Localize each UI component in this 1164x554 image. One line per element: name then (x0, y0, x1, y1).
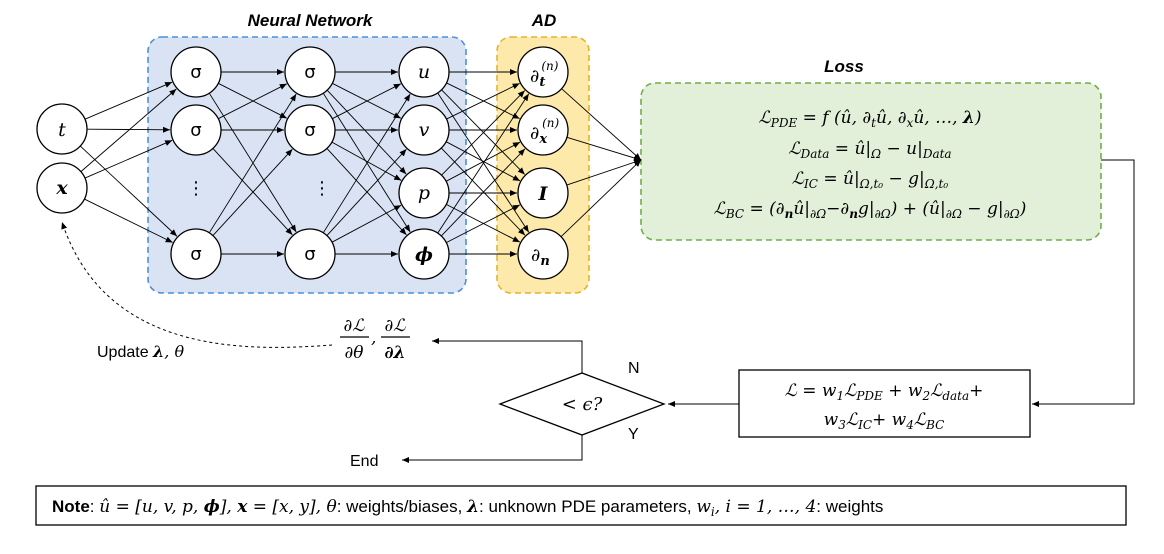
edge-hidden1-hidden2 (208, 93, 297, 234)
loss-to-total-arrow (1032, 159, 1135, 407)
hidden-node-l2-1: σ (284, 46, 336, 98)
output-u-label: u (418, 61, 430, 83)
total-loss-line1: ℒ = w1ℒPDE + w2ℒdata+ (785, 381, 984, 403)
gradient-fraction: ∂ℒ ∂θ , ∂ℒ ∂λ (340, 316, 410, 363)
edge-input-hidden1 (86, 126, 171, 133)
sigma-label: σ (190, 244, 201, 265)
decision-no-label: N (628, 360, 640, 377)
neural-network-box (147, 36, 467, 294)
yes-branch-arrow (402, 435, 583, 463)
network-connections (79, 69, 642, 257)
ad-node-dn: ∂n (517, 228, 569, 280)
output-v-label: v (419, 119, 430, 141)
edge-output-ad (446, 204, 521, 243)
ad-title: AD (531, 11, 557, 30)
loss-ic: ℒIC = û|Ω,t₀ − g|Ω,t₀ (792, 169, 949, 191)
edge-ad-loss (560, 159, 642, 238)
output-node-p: p (398, 167, 450, 219)
end-label: End (350, 453, 378, 470)
edge-input-hidden1 (84, 81, 173, 120)
total-loss-line2: w3ℒIC+ w4ℒBC (824, 410, 945, 432)
sigma-label: σ (304, 62, 315, 83)
edge-hidden2-output (331, 204, 402, 243)
hidden-node-l2-2: σ (284, 104, 336, 156)
edge-ad-loss (566, 136, 642, 161)
hidden-node-l1-2: σ (170, 104, 222, 156)
input-x-label: x (55, 177, 68, 199)
loss-bc: ℒBC = (∂nû|∂Ω−∂ng|∂Ω) + (û|∂Ω − g|∂Ω) (714, 199, 1027, 221)
edge-input-hidden1 (84, 198, 173, 243)
note-box (35, 485, 1127, 526)
edge-hidden2-output (331, 141, 402, 181)
edge-hidden2-output (326, 89, 407, 175)
loss-data: ℒData = û|Ω − u|Data (788, 139, 951, 161)
ad-node-dt: ∂t(n) (517, 46, 569, 98)
neural-network-title: Neural Network (248, 11, 374, 30)
ellipsis-l1: ⋮ (187, 178, 205, 199)
edge-output-ad (445, 141, 521, 182)
edge-ad-loss (561, 88, 642, 161)
decision-yes-label: Y (628, 426, 639, 443)
hidden-node-l1-n: σ (170, 228, 222, 280)
total-loss-box (738, 369, 1031, 438)
output-phi-label: ϕ (415, 244, 433, 266)
edge-hidden1-hidden2 (212, 148, 293, 236)
edge-hidden2-output (322, 93, 411, 234)
update-dashed-arrow (61, 221, 333, 348)
edge-output-ad (441, 90, 526, 176)
edge-input-hidden1 (80, 88, 177, 172)
note-label: Note (52, 497, 90, 516)
hidden-node-l1-1: σ (170, 46, 222, 98)
grad-comma: , (371, 328, 376, 348)
loss-title: Loss (824, 57, 864, 76)
edge-hidden2-output (332, 83, 402, 120)
input-node-t: t (36, 103, 88, 155)
edge-ad-loss (566, 159, 642, 186)
loss-box (640, 82, 1102, 241)
edge-output-ad (437, 93, 530, 234)
grad-num-2: ∂ℒ (384, 316, 406, 336)
loss-pde: ℒPDE = f (û, ∂tû, ∂xû, …, λ) (759, 108, 982, 130)
edge-output-ad (441, 89, 526, 175)
update-word: Update (97, 344, 149, 361)
decision-condition: < ϵ? (562, 394, 603, 415)
output-p-label: p (418, 182, 430, 204)
grad-num-1: ∂ℒ (343, 316, 365, 336)
hidden-node-l2-n: σ (284, 228, 336, 280)
ad-identity-label: I (538, 183, 549, 205)
ad-node-dx: ∂x(n) (517, 104, 569, 156)
edge-output-ad (440, 148, 526, 237)
edge-hidden1-hidden2 (212, 148, 293, 236)
note-content: Note: û = [u, v, p, ϕ], x = [x, y], θ: w… (52, 497, 883, 519)
output-node-u: u (398, 46, 450, 98)
edge-input-hidden1 (79, 145, 178, 237)
grad-den-theta: ∂θ (344, 343, 363, 363)
sigma-label: σ (190, 62, 201, 83)
sigma-label: σ (190, 120, 201, 141)
edge-hidden2-output (326, 148, 407, 236)
output-node-v: v (398, 104, 450, 156)
ad-node-identity: I (517, 167, 569, 219)
input-node-x: x (36, 162, 88, 214)
edge-output-ad (440, 147, 526, 236)
grad-den-lambda: ∂λ (384, 343, 405, 363)
sigma-label: σ (304, 120, 315, 141)
edge-hidden1-hidden2 (218, 83, 288, 120)
input-t-label: t (58, 119, 66, 141)
edge-output-ad (446, 82, 520, 120)
update-label: Update λ, θ (97, 342, 184, 361)
edge-input-hidden1 (84, 139, 173, 179)
output-node-phi: ϕ (398, 228, 450, 280)
ellipsis-l2: ⋮ (313, 178, 331, 199)
no-branch-arrow (432, 338, 583, 373)
sigma-label: σ (304, 244, 315, 265)
edge-hidden2-output (326, 148, 407, 236)
decision-diamond (498, 372, 666, 436)
